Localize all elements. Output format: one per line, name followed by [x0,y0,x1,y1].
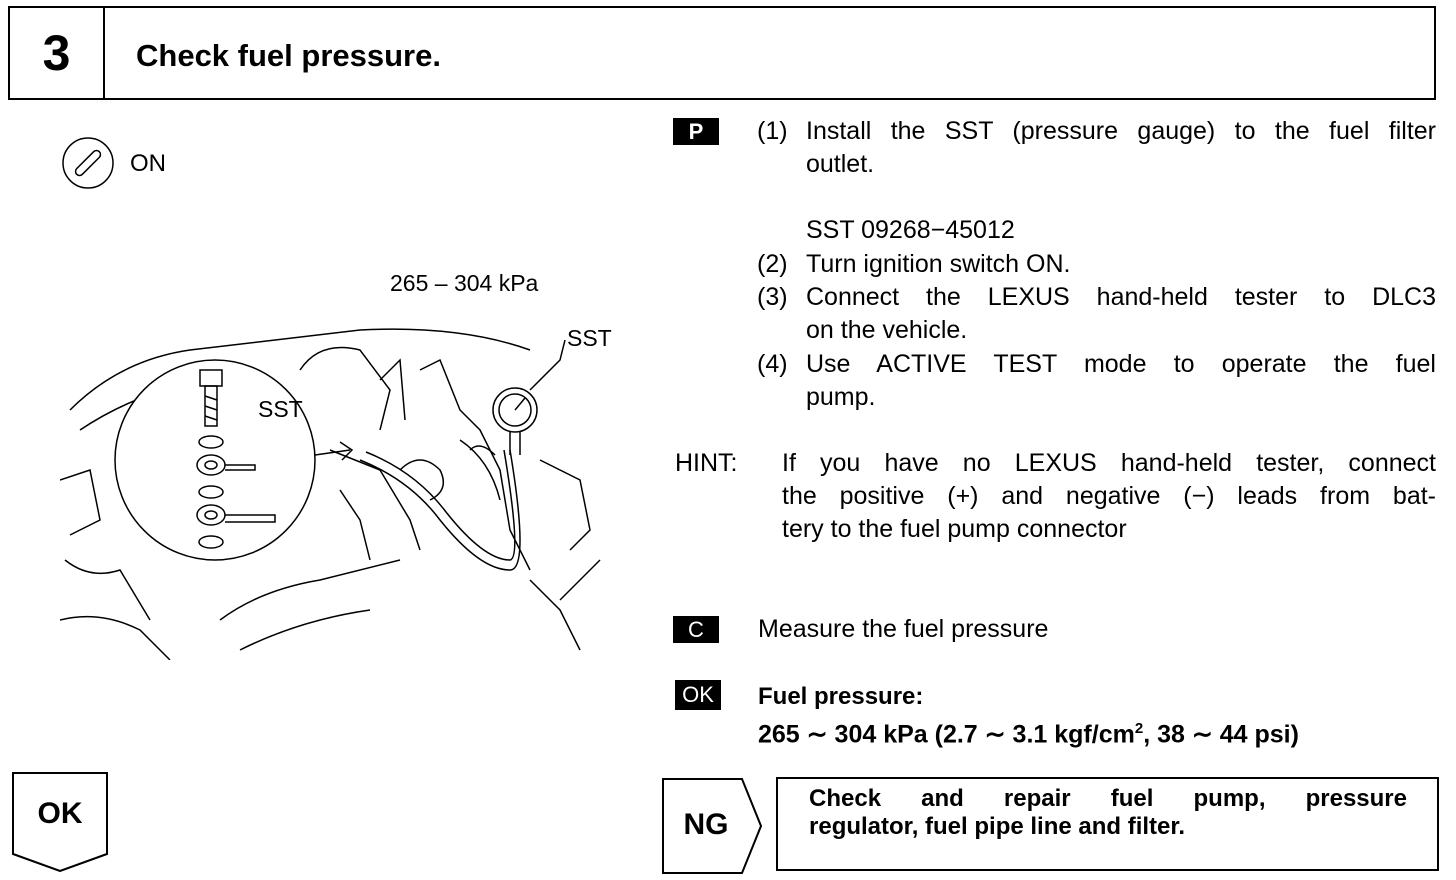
hint-line1: If you have no LEXUS hand-held tester, c… [782,449,1436,477]
ng-result-label: NG [683,808,729,841]
sst-callout-gauge: SST [567,325,612,351]
figure-pressure-label: 265 – 304 kPa [390,270,539,296]
hint-line2: the positive (+) and negative (−) leads … [782,482,1436,510]
step-header: 3 Check fuel pressure. [8,6,1436,100]
step3-line2: on the vehicle. [806,316,968,344]
ng-result-box [662,778,762,874]
step3-number: (3) [757,283,788,311]
sst-callout-fitting: SST [258,396,303,422]
step3-line1: Connect the LEXUS hand-held tester to DL… [806,283,1436,311]
hint-label: HINT: [675,449,738,477]
fuel-pressure-gauge-illustration [60,328,601,660]
check-text: Measure the fuel pressure [758,615,1049,643]
spec-value-sup: 2 [1134,720,1144,737]
ignition-on-label: ON [130,150,166,177]
spec-value: 265 ∼ 304 kPa (2.7 ∼ 3.1 kgf/cm2, 38 ∼ 4… [758,712,1299,751]
step4-number: (4) [757,350,788,378]
ok-result-label: OK [37,797,83,830]
ignition-switch-icon [62,137,114,189]
ng-action-box: Check and repair fuel pump, pressure reg… [776,777,1439,871]
ok-result-box [12,772,108,872]
step-title: Check fuel pressure. [136,38,441,73]
procedure-badge: P [673,118,719,145]
ng-action-line2: regulator, fuel pipe line and filter. [809,813,1186,840]
step1-number: (1) [757,117,788,145]
step4-line1: Use ACTIVE TEST mode to operate the fuel [806,350,1436,378]
ng-action-line1: Check and repair fuel pump, pressure [809,785,1407,812]
spec-label: Fuel pressure: [758,683,924,710]
step2-line1: Turn ignition switch ON. [806,250,1071,278]
step1-line2: outlet. [806,150,875,178]
step-number: 3 [10,8,105,98]
hint-line3: tery to the fuel pump connector [782,515,1127,543]
spec-value-main: 265 ∼ 304 kPa (2.7 ∼ 3.1 kgf/cm [758,720,1135,749]
spec-ok-badge: OK [675,680,721,710]
sst-part-number: SST 09268−45012 [806,216,1015,244]
step1-line1: Install the SST (pressure gauge) to the … [806,117,1436,145]
step2-number: (2) [757,250,788,278]
check-badge: C [673,616,719,643]
spec-value-tail: , 38 ∼ 44 psi) [1143,720,1299,749]
step4-line2: pump. [806,383,876,411]
